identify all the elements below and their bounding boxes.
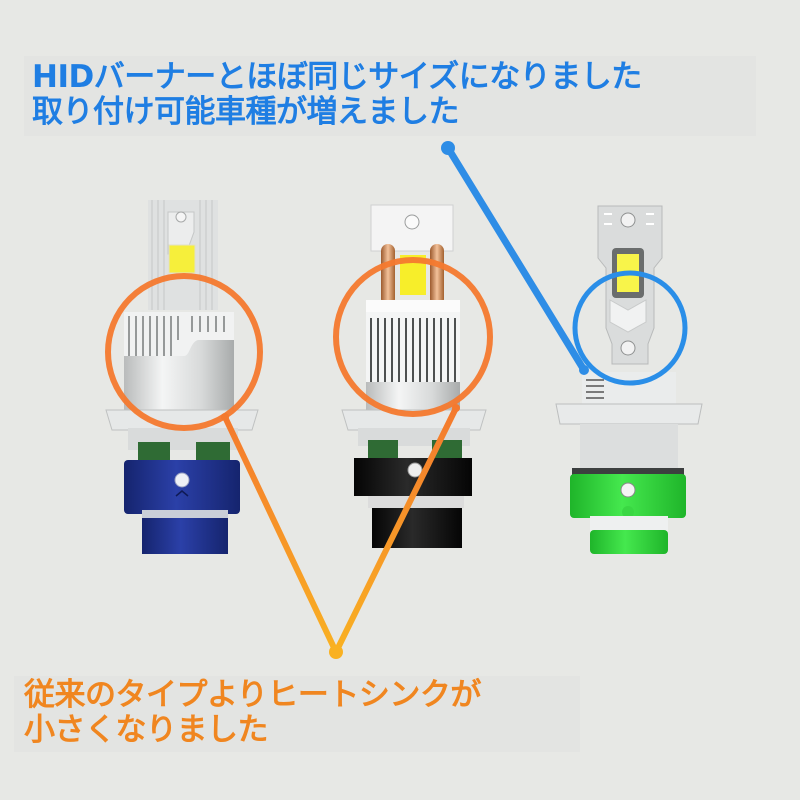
highlight-circle-bulb-2 (333, 257, 493, 417)
top-caption-line-2: 取り付け可能車種が増えました (32, 93, 460, 130)
orange-connector-lines (221, 404, 460, 659)
highlight-circle-bulb-3 (572, 270, 688, 386)
highlight-circle-bulb-1 (105, 273, 263, 431)
top-caption-line-1: HIDバーナーとほぼ同じサイズになりました (32, 59, 642, 95)
blue-connector-line (441, 141, 589, 375)
bottom-caption-line-1: 従来のタイプよりヒートシンクが (24, 677, 481, 713)
bottom-caption: 従来のタイプよりヒートシンクが 小さくなりました (14, 676, 580, 752)
top-caption: HIDバーナーとほぼ同じサイズになりました 取り付け可能車種が増えました (24, 56, 756, 136)
bottom-caption-line-2: 小さくなりました (24, 711, 269, 748)
bulb-3 (555, 205, 703, 554)
bulb-1 (105, 200, 259, 554)
